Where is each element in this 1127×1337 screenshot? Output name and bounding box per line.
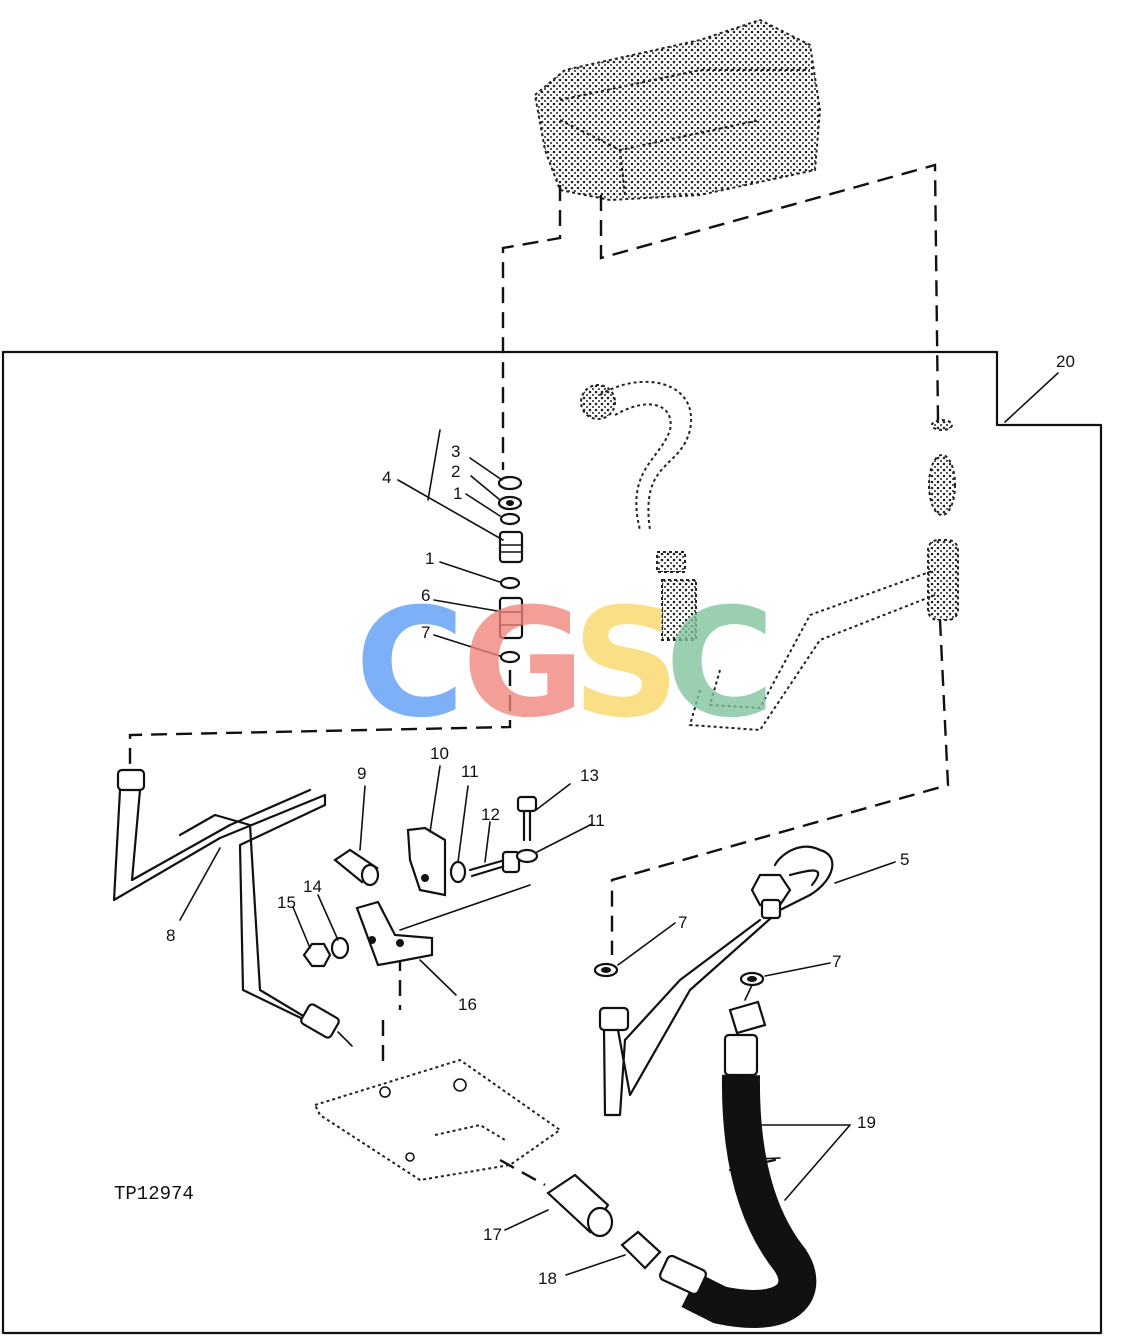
callout-6: 6 [421,586,430,605]
parts-17-18 [546,1173,662,1270]
routing-dash-4 [128,670,512,765]
part-18-adapter [620,1230,662,1270]
hardware-11-12-13 [449,795,539,884]
fitting-stack [497,475,524,664]
part-16-bracket [355,900,434,967]
part-12-bolt [468,858,507,878]
valve-plate [313,1058,562,1182]
callout-9: 9 [357,764,366,783]
callout-11-left: 11 [461,762,479,781]
watermark-letter-4: C [665,577,775,751]
callout-7-mid: 7 [678,913,687,932]
callout-1-mid: 1 [425,549,434,568]
part-15-nut [302,942,332,968]
leader-lines [179,372,1059,1276]
routing-dash-3 [610,619,950,955]
watermark-letter-2: G [462,577,585,751]
part-4-adapter [498,530,524,564]
control-valve-ghost [533,18,822,202]
part-11-washer-a [449,860,467,884]
hardware-14-15-16 [302,900,434,968]
part-9-sleeve [333,848,380,887]
callout-10: 10 [430,744,449,763]
part-3-seal [497,475,523,491]
callout-16: 16 [458,995,477,1014]
part-11-washer-b [515,848,539,864]
ghost-tube [580,380,959,732]
watermark-letter-3: S [572,577,680,751]
callout-8: 8 [166,926,175,945]
callout-1-top: 1 [453,484,462,503]
part-1-oring-b [499,576,521,590]
callout-20: 20 [1056,352,1075,371]
assembly-frame [1,350,1103,1335]
callout-15: 15 [277,893,296,912]
routing-dash-6 [499,1158,546,1187]
callout-5: 5 [900,850,909,869]
callout-7-right: 7 [832,952,841,971]
callout-14: 14 [303,877,322,896]
part-1-oring-a [499,512,521,526]
callout-13: 13 [580,766,599,785]
part-7-oring-a [499,650,521,664]
watermark: C G S C [355,577,775,751]
part-13-bolt [516,795,538,813]
callout-3: 3 [451,442,460,461]
callout-12: 12 [481,805,500,824]
part-6-fitting [498,596,524,640]
part-14-washer [330,936,350,960]
callout-4: 4 [382,468,391,487]
routing-dash-1 [501,185,562,470]
callouts: 3 2 1 4 1 6 7 8 9 10 11 12 13 11 14 15 1… [166,352,1075,1288]
group-bracket [427,429,441,501]
part-10-clamp [406,826,447,897]
tube-8 [112,768,353,1047]
watermark-letter-1: C [355,577,465,751]
tube-5 [593,845,834,1117]
callout-2: 2 [451,462,460,481]
tube-5-nut [750,873,792,907]
hose-19 [659,1000,817,1328]
callout-17: 17 [483,1225,502,1244]
callout-18: 18 [538,1269,557,1288]
callout-11-right: 11 [587,811,605,830]
callout-7-top: 7 [421,623,430,642]
callout-19: 19 [857,1113,876,1132]
routing-dash-8 [399,884,531,931]
figure-code: TP12974 [114,1183,194,1205]
routing-dash-2 [599,163,940,421]
